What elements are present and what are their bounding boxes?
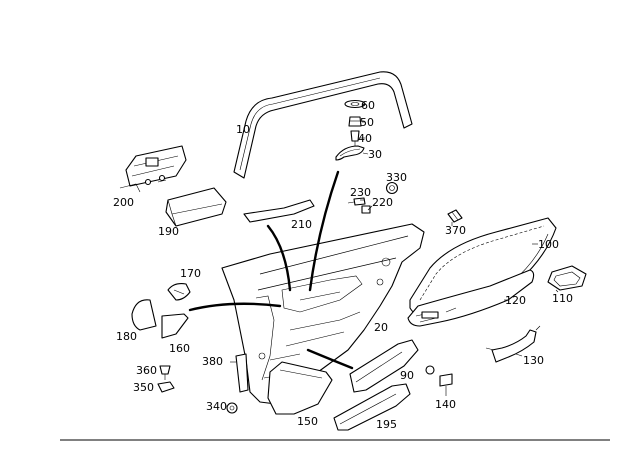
callout-90: 90: [400, 369, 414, 382]
part-120-armrest: [407, 269, 535, 327]
part-180-mirror-cover: [131, 299, 157, 331]
callout-170: 170: [180, 267, 201, 280]
part-130-bracket: [485, 325, 541, 363]
callout-60: 60: [361, 99, 375, 112]
callout-160: 160: [169, 342, 190, 355]
part-380-mounting-strip: [235, 353, 249, 393]
assembly-arrows: [188, 170, 354, 370]
callout-350: 350: [133, 381, 154, 394]
part-160-cover: [161, 313, 189, 339]
callout-labels: 10 20 30 40 50 60 90 100 110 120 130 140…: [113, 99, 573, 431]
callout-140: 140: [435, 398, 456, 411]
callout-220: 220: [372, 196, 393, 209]
part-50-clip: [348, 116, 362, 127]
part-330-plug: [385, 181, 399, 195]
callout-130: 130: [523, 354, 544, 367]
callout-190: 190: [158, 225, 179, 238]
callout-180: 180: [116, 330, 137, 343]
callout-370: 370: [445, 224, 466, 237]
part-200-switch-bracket: [119, 145, 187, 193]
callout-30: 30: [368, 148, 382, 161]
part-370-clip: [447, 209, 463, 223]
callout-360: 360: [136, 364, 157, 377]
callout-110: 110: [552, 292, 573, 305]
callout-150: 150: [297, 415, 318, 428]
callout-210: 210: [291, 218, 312, 231]
callout-230: 230: [350, 186, 371, 199]
part-340-clip: [226, 402, 238, 414]
callout-10: 10: [236, 123, 250, 136]
part-150-pocket: [267, 361, 333, 415]
callout-340: 340: [206, 400, 227, 413]
part-210-trim-strip: [243, 199, 315, 223]
leader-lines: [226, 103, 559, 407]
callout-200: 200: [113, 196, 134, 209]
part-30-inner-handle: [335, 145, 365, 161]
part-90-lower-trim: [349, 339, 419, 393]
part-190-cover-panel: [165, 187, 227, 227]
part-350-nut: [157, 381, 175, 393]
part-230-bulb: [347, 197, 366, 206]
part-140-bolt: [425, 365, 453, 394]
part-170-cap: [167, 283, 191, 301]
callout-50: 50: [360, 116, 374, 129]
part-195-storage-trim: [333, 383, 411, 431]
callout-120: 120: [505, 294, 526, 307]
callout-100: 100: [538, 238, 559, 251]
callout-330: 330: [386, 171, 407, 184]
callout-20: 20: [374, 321, 388, 334]
part-40-pin: [350, 130, 360, 146]
part-10-window-frame-trim: [233, 71, 413, 179]
callout-195: 195: [376, 418, 397, 431]
part-220-clip: [361, 205, 371, 214]
callout-40: 40: [358, 132, 372, 145]
callout-380: 380: [202, 355, 223, 368]
part-110-grille-frame: [547, 265, 587, 291]
part-360-screw: [159, 365, 171, 380]
